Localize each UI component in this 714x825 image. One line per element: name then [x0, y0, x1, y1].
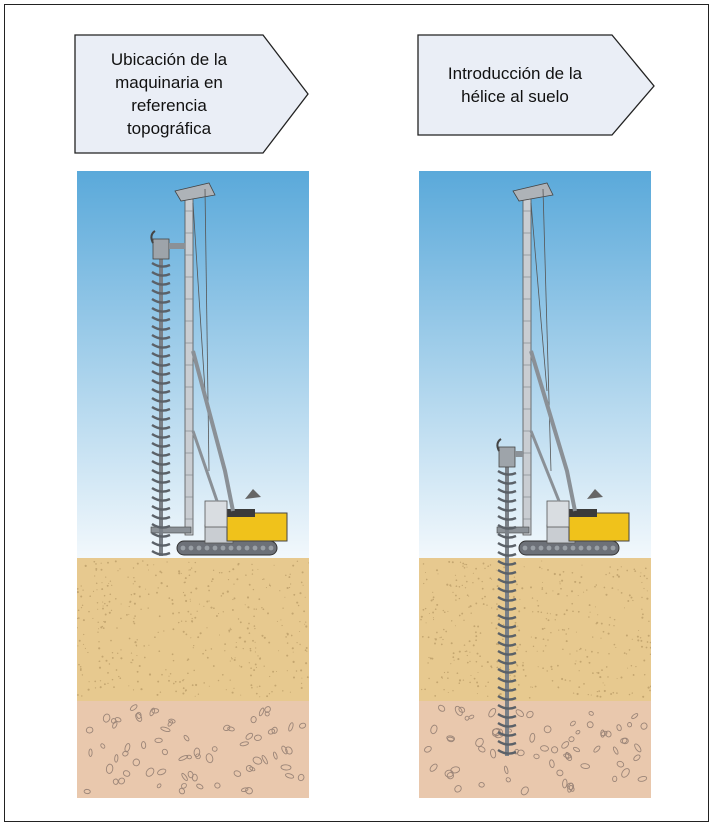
counterweight: [569, 509, 597, 517]
exhaust: [587, 489, 603, 499]
engine-housing: [226, 512, 288, 542]
callout-step-2: Introducción de la hélice al suelo: [417, 34, 656, 137]
kelly-cylinder: [529, 430, 561, 502]
cable: [192, 202, 206, 392]
scene-svg: [77, 171, 309, 798]
cable: [542, 188, 552, 472]
engine-housing: [568, 512, 630, 542]
backstay-strut: [529, 350, 577, 512]
sand-texture: [420, 560, 651, 699]
hose: [150, 230, 156, 244]
diagram-frame: Ubicación de la maquinaria en referencia…: [4, 4, 709, 822]
illustration-step-1: [77, 171, 309, 798]
callout-label: Introducción de la hélice al suelo: [447, 64, 583, 106]
counterweight: [227, 509, 255, 517]
cable: [204, 188, 210, 472]
carriage-arm: [169, 243, 185, 249]
operator-cab: [204, 500, 228, 528]
rotary-drive: [152, 238, 170, 260]
exhaust: [245, 489, 261, 499]
callout-arrow-shape: [417, 34, 655, 136]
rotary-drive: [498, 446, 516, 468]
auger-guide: [150, 526, 192, 534]
kelly-cylinder: [191, 430, 219, 502]
gravel-texture: [424, 704, 648, 796]
operator-cab: [546, 500, 570, 528]
drilling-rig: [496, 182, 630, 556]
scene-svg: [419, 171, 651, 798]
callout-label: Ubicación de la maquinaria en referencia…: [110, 50, 228, 138]
backstay-strut: [191, 350, 235, 512]
callout-step-1: Ubicación de la maquinaria en referencia…: [74, 34, 310, 155]
soil-gravel-layer: [77, 701, 309, 798]
sand-texture: [77, 560, 309, 698]
carriage-arm: [515, 451, 523, 457]
mast: [184, 198, 194, 536]
auger-shaft: [159, 259, 163, 556]
cable: [530, 202, 548, 392]
callout-arrow-shape: [74, 34, 309, 154]
auger-helix: [496, 438, 523, 756]
soil-gravel-layer: [419, 701, 651, 798]
auger-helix: [150, 230, 185, 556]
auger-shaft: [505, 467, 509, 756]
hose: [496, 438, 502, 452]
mast: [522, 198, 532, 536]
illustration-step-2: [419, 171, 651, 798]
soil-sand-layer: [419, 558, 651, 701]
gravel-texture: [83, 704, 307, 795]
soil-sand-layer: [77, 558, 309, 701]
drilling-rig: [150, 182, 288, 556]
